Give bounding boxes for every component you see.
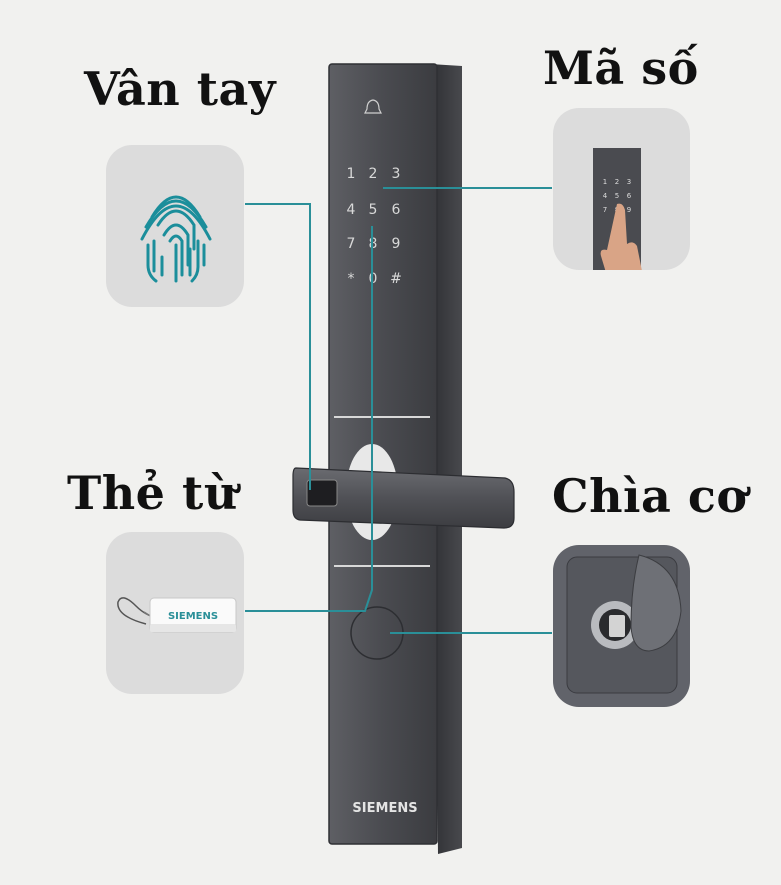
feature-title-passcode: Mã số bbox=[543, 41, 699, 95]
keypad-key: 9 bbox=[392, 236, 401, 252]
lock-brand-logo: SIEMENS bbox=[352, 801, 417, 816]
keypad-key: 1 bbox=[347, 166, 356, 182]
rfid-card-panel: SIEMENS bbox=[106, 532, 244, 694]
svg-text:2: 2 bbox=[615, 178, 619, 186]
svg-text:SIEMENS: SIEMENS bbox=[168, 611, 218, 622]
svg-text:9: 9 bbox=[627, 206, 631, 214]
rfid-card-brand: SIEMENS bbox=[168, 611, 218, 622]
keypad-key: * bbox=[348, 271, 355, 287]
keypad-key: # bbox=[390, 271, 402, 287]
svg-text:3: 3 bbox=[627, 178, 631, 186]
feature-title-card: Thẻ từ bbox=[67, 466, 238, 520]
keypad-key: 2 bbox=[369, 166, 378, 182]
svg-text:1: 1 bbox=[603, 178, 607, 186]
passcode-card: 123 456 789 bbox=[553, 108, 690, 270]
keypad-thumbnail: 123 456 789 bbox=[593, 148, 642, 270]
rfid-card bbox=[117, 597, 237, 633]
key-card bbox=[553, 545, 690, 707]
feature-title-key: Chìa cơ bbox=[552, 469, 748, 523]
keypad-key: 4 bbox=[347, 202, 356, 218]
svg-text:7: 7 bbox=[603, 206, 607, 214]
keypad-key: 6 bbox=[392, 202, 401, 218]
svg-text:6: 6 bbox=[627, 192, 632, 200]
fingerprint-icon bbox=[140, 195, 212, 283]
fingerprint-card bbox=[106, 145, 244, 307]
keypad-key: 7 bbox=[347, 236, 356, 252]
feature-title-fingerprint: Vân tay bbox=[84, 62, 277, 116]
svg-text:4: 4 bbox=[603, 192, 608, 200]
keypad-key: 3 bbox=[392, 166, 401, 182]
svg-text:5: 5 bbox=[615, 192, 619, 200]
keypad-key: 5 bbox=[369, 202, 378, 218]
svg-text:SIEMENS: SIEMENS bbox=[352, 801, 417, 816]
key-cylinder bbox=[553, 545, 690, 707]
